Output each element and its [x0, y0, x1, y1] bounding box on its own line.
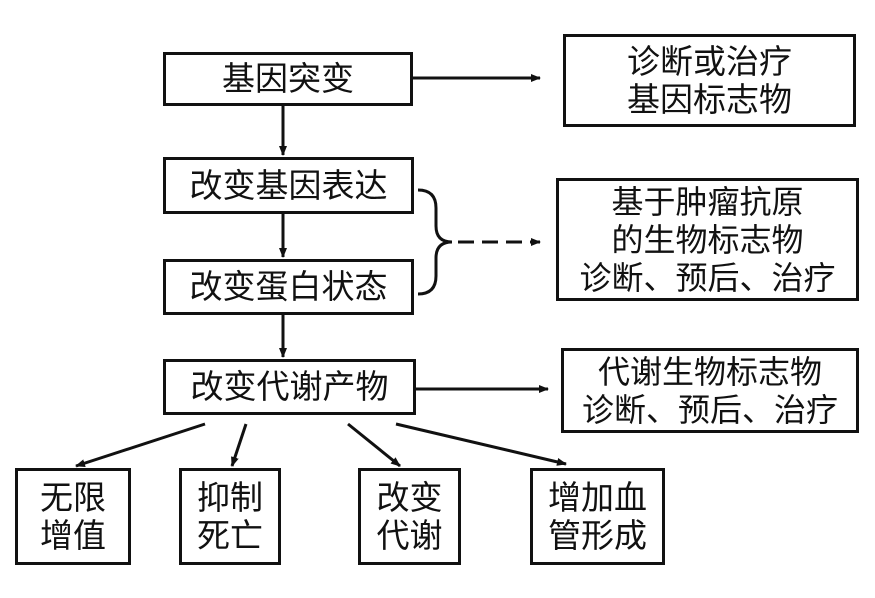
node-altered-protein-state: 改变蛋白状态	[163, 259, 414, 315]
node-metabolic-marker: 代谢生物标志物 诊断、预后、治疗	[561, 348, 859, 433]
node-outcome-altered-metabolism: 改变 代谢	[358, 468, 461, 565]
arrow-to-outcome-2	[230, 423, 248, 467]
node-outcome-inhibit-death: 抑制 死亡	[179, 468, 281, 565]
node-gene-mutation: 基因突变	[163, 52, 413, 106]
arrow-to-outcome-1	[75, 422, 206, 468]
group-brace	[417, 188, 453, 296]
node-diagnostic-gene-marker: 诊断或治疗 基因标志物	[563, 34, 856, 127]
node-altered-metabolites: 改变代谢产物	[163, 359, 416, 415]
node-outcome-unlimited-proliferation: 无限 增值	[15, 468, 131, 565]
node-altered-gene-expression: 改变基因表达	[163, 157, 414, 214]
node-tumor-antigen-marker: 基于肿瘤抗原 的生物标志物 诊断、预后、治疗	[556, 178, 859, 301]
arrow-to-outcome-3	[347, 422, 401, 468]
arrow-to-outcome-4	[395, 422, 567, 466]
node-outcome-angiogenesis: 增加血 管形成	[530, 468, 665, 565]
